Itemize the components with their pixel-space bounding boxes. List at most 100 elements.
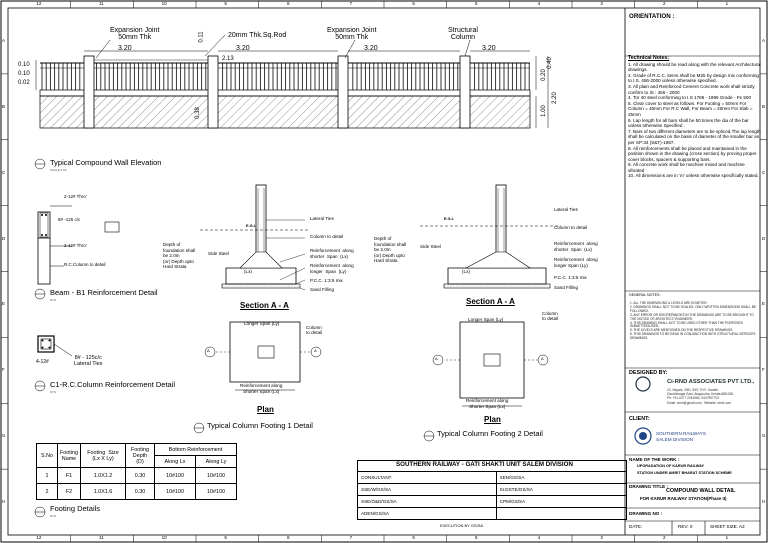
dim-100: 1.00 — [540, 105, 547, 117]
dim-320-d: 3.20 — [482, 45, 496, 52]
border-row-letter: D — [762, 235, 766, 241]
border-col-number: 4 — [537, 535, 541, 540]
th-footing-size: Footing Size (Lx X Ly) — [80, 443, 126, 468]
border-col-number: 3 — [600, 1, 603, 6]
border-row-letter: B — [762, 103, 766, 109]
orientation-label: ORIENTATION : — [629, 13, 675, 20]
th-footing-name: Footing Name — [57, 443, 81, 468]
border-col-number: 5 — [475, 1, 478, 6]
f1-reinf-short: Reinforcement along shorter Span (Lx) — [310, 248, 354, 259]
border-col-number: 4 — [537, 1, 541, 6]
general-note-item: 5. THE LEVELS ARE MENTIONED ON THE RESPE… — [630, 328, 734, 333]
border-row-letter: D — [2, 235, 6, 241]
cell: Sr.DSTE/GS/SA — [495, 483, 628, 496]
dim-011: 0.11 — [198, 31, 205, 43]
general-note-item: 6. THIS DRAWINGS TO BE READ IN CONJUNCTI… — [630, 332, 756, 341]
border-row-letter: A — [2, 37, 6, 43]
f2-section: Section A - A — [466, 297, 515, 306]
cell: 1.0X1.2 — [80, 467, 126, 484]
dim-020: 0.20 — [540, 69, 547, 81]
f1-lbl-a: A — [207, 348, 210, 353]
label-expansion-mid: Expansion Joint 50mm Thk — [327, 27, 377, 41]
general-note-item: 1. ALL THE DIMENSIONS & LEVELS ARE IN ME… — [630, 301, 708, 305]
f2-title: Typical Column Footing 2 Detail — [437, 429, 543, 438]
cell — [495, 507, 628, 520]
f1-reinf-long: Reinforcement along longer Span (Ly) — [310, 263, 354, 274]
general-note-item: 3. ANY ERROR OR DISCREPANCIES IN THE DRA… — [630, 312, 754, 321]
firm-logo — [635, 376, 651, 392]
notes-list: 1. All drawing should be read along with… — [628, 62, 762, 179]
dim-040: 0.40 — [546, 57, 553, 69]
f2-reinf-short: Reinforcement along shorter Span (Lx) — [554, 241, 598, 252]
beam-lbl-bot: 2-12# Thro' — [64, 243, 87, 248]
th-sno: S.No — [36, 443, 58, 468]
f1-egl: E.G.L — [246, 224, 256, 228]
railway-heading: SOUTHERN RAILWAY - GATI SHAKTI UNIT SALE… — [396, 461, 573, 468]
cell: 0.30 — [125, 467, 155, 484]
cell: SSE/W/GS/SA — [357, 483, 497, 496]
f2-depth-note: Depth of foundation shall be 2.0m (or) D… — [374, 236, 407, 264]
border-col-number: 2 — [663, 535, 666, 540]
dim-left-002: 0.02 — [18, 80, 30, 86]
f1-reinf-short2: Reinforcement along Shorter Span (Lx) — [240, 383, 283, 394]
f1-lbl-a2: A — [314, 348, 317, 353]
cell: F2 — [57, 483, 81, 500]
cell: F1 — [57, 467, 81, 484]
f2-reinf-long: Reinforcement along longer Span (Ly) — [554, 257, 598, 268]
cell: 0.30 — [125, 483, 155, 500]
f1-title: Typical Column Footing 1 Detail — [207, 421, 313, 430]
border-col-number: 7 — [349, 535, 353, 540]
border-row-letter: E — [762, 301, 766, 307]
border-row-letter: A — [762, 37, 766, 43]
f1-pcc: P.C.C. 1:3:6 mix — [310, 278, 343, 283]
footing1-plan — [204, 321, 322, 391]
date-label: DATE: — [629, 524, 643, 529]
cell: 10#100 — [154, 483, 196, 500]
beam-lbl-top: 2-12# Thro' — [64, 194, 87, 199]
border-col-number: 11 — [99, 1, 104, 6]
border-row-letter: E — [2, 301, 6, 307]
name-of-work-label: NAME OF THE WORK : — [629, 457, 680, 462]
border-row-letter: C — [2, 169, 6, 175]
f1-section: Section A - A — [240, 301, 289, 310]
general-notes-heading: GENERAL NOTES : — [629, 293, 662, 297]
f1-column-detail: Column to detail — [310, 234, 344, 239]
f1-sand: Sand Filling — [310, 287, 335, 292]
f2-lx: (Lx) — [462, 269, 470, 274]
f2-column-detail: Column to detail — [554, 225, 588, 230]
beam-scale: NTS — [50, 298, 56, 302]
border-row-letter: G — [2, 433, 6, 439]
f2-reinf-short2: Reinforcement along Shorter Span (Lx) — [466, 398, 509, 409]
rev-label: REV: 0 — [678, 524, 693, 529]
f2-col-detail2: Column to detail — [542, 311, 559, 321]
cell: 10#100 — [154, 467, 196, 484]
railway-execution: EXECUTION BY GS/SA — [440, 523, 484, 528]
beam-lbl-col: R.C.Column to detail — [64, 262, 106, 267]
table-row: 2 F2 1.0X1.6 0.30 10#100 10#100 — [36, 483, 237, 500]
client-logo — [634, 427, 652, 445]
drawing-no-label: DRAWING NO : — [629, 511, 663, 516]
title-symbols — [34, 158, 435, 518]
footing1-section — [200, 184, 310, 291]
cell: XEN/GS/SA — [495, 471, 628, 484]
work-line2: STATION UNDER AMRIT BHARAT STATION SCHEM… — [637, 471, 732, 475]
f2-lateral-ties: Lateral Ties — [554, 207, 578, 212]
dim-320-c: 3.20 — [364, 45, 378, 52]
f2-longer-span: Longer Span (Ly) — [468, 317, 504, 322]
note-item: 6. Lap length for all bars shall be 50 t… — [628, 117, 749, 129]
beam-lbl-stirrup: 8# -125 c/c — [58, 217, 81, 222]
cell: 10#100 — [195, 467, 237, 484]
border-col-number: 3 — [600, 535, 603, 540]
th-bottom-reinf: Bottom Reinforcement — [154, 443, 237, 456]
f2-lbl-a: A — [435, 356, 438, 361]
border-col-number: 9 — [224, 1, 227, 6]
border-row-letter: H — [2, 499, 6, 505]
border-col-number: 2 — [663, 1, 666, 6]
border-col-number: 1 — [725, 535, 729, 540]
f1-lx: (Lx) — [244, 269, 252, 274]
column-title: C1-R.C.Column Reinforcement Detail — [50, 380, 176, 389]
